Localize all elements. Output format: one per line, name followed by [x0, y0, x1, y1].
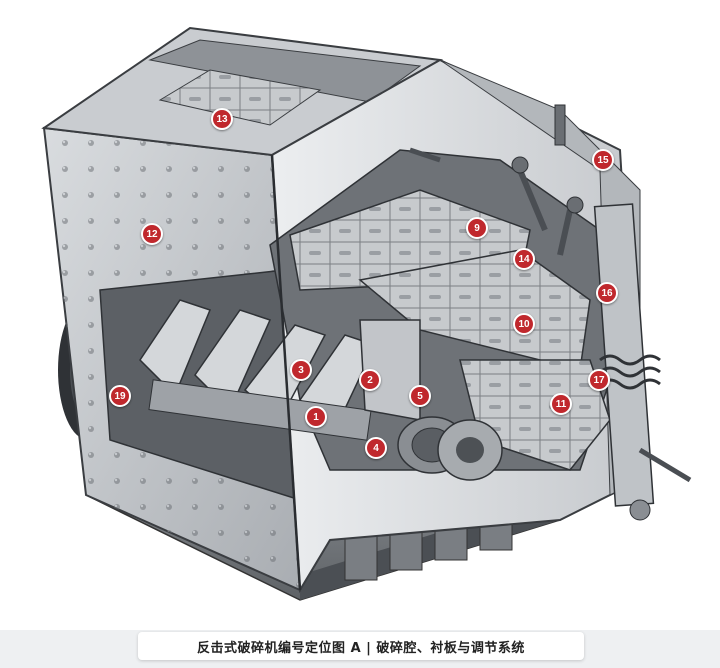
marker-13: 13: [211, 108, 233, 130]
feed-liner: [158, 69, 322, 126]
marker-12: 12: [141, 223, 163, 245]
impact-crusher-illustration: [41, 26, 692, 601]
adjusting-rods: [409, 104, 584, 256]
marker-19: 19: [109, 385, 131, 407]
marker-9: 9: [466, 217, 488, 239]
marker-2: 2: [359, 369, 381, 391]
marker-11: 11: [550, 393, 572, 415]
marker-15: 15: [592, 149, 614, 171]
marker-1: 1: [305, 406, 327, 428]
marker-17: 17: [588, 369, 610, 391]
marker-10: 10: [513, 313, 535, 335]
marker-5: 5: [409, 385, 431, 407]
marker-14: 14: [513, 248, 535, 270]
marker-3: 3: [290, 359, 312, 381]
figure-caption: 反击式破碎机编号定位图 A | 破碎腔、衬板与调节系统: [138, 632, 584, 660]
marker-16: 16: [596, 282, 618, 304]
spring-assembly: [593, 203, 692, 521]
marker-4: 4: [365, 437, 387, 459]
main-shaft-bearing: [397, 416, 503, 481]
